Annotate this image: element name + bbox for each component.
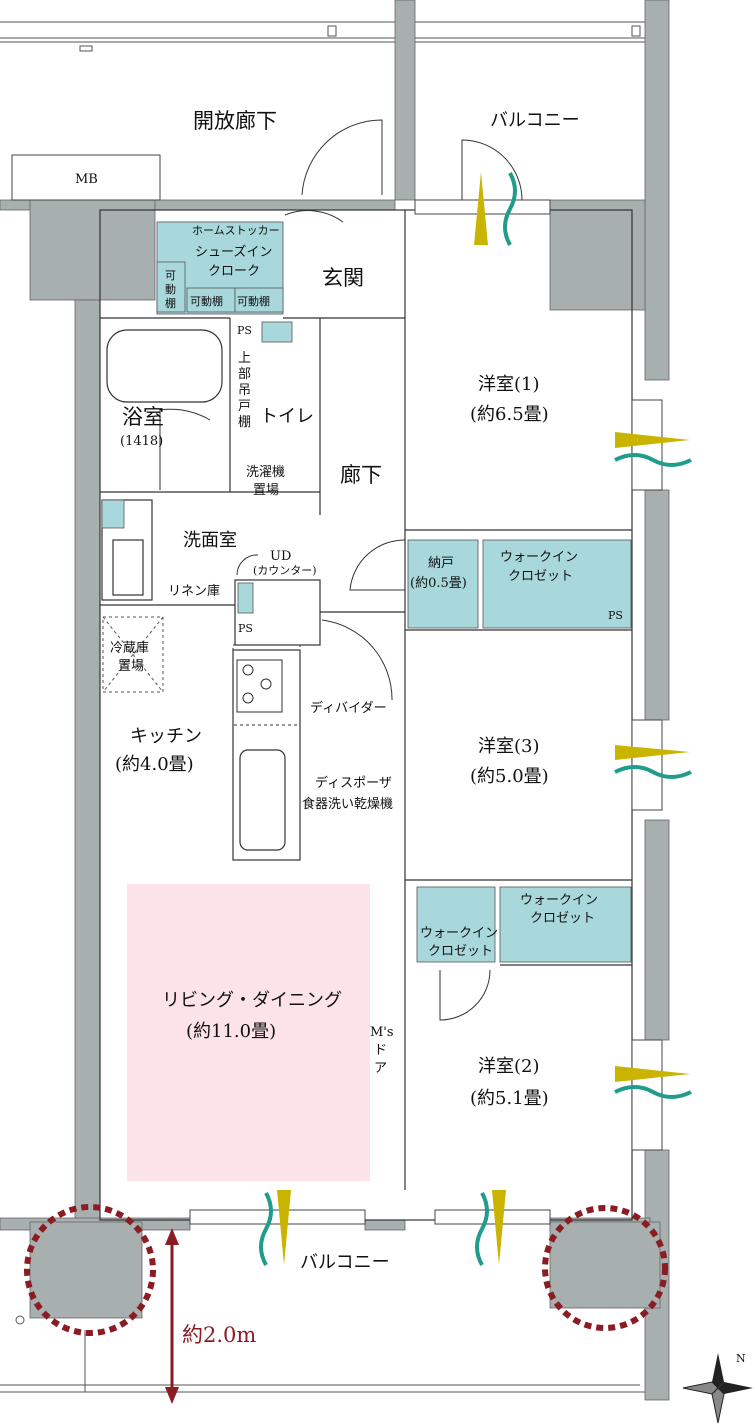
washer-label-2: 置場 bbox=[253, 483, 279, 498]
counter-label: (カウンター) bbox=[253, 564, 317, 577]
wic2-label-2: クロゼット bbox=[530, 911, 595, 926]
wic2-label-1: ウォークイン bbox=[520, 893, 598, 908]
living-size-label: (約11.0畳) bbox=[186, 1021, 276, 1042]
bath-size-label: (1418) bbox=[120, 434, 163, 449]
ps-label-2: PS bbox=[238, 622, 253, 635]
mb-label: MB bbox=[75, 172, 98, 187]
ps-label-1: PS bbox=[237, 324, 252, 337]
shoes-in-label: シューズイン bbox=[195, 244, 272, 260]
column-marker-right bbox=[542, 1205, 668, 1331]
cabinet-v-3: 吊 bbox=[238, 383, 251, 398]
ps-label-3: PS bbox=[608, 609, 623, 622]
compass-north-label: N bbox=[736, 1352, 746, 1365]
door-swings bbox=[159, 119, 523, 1021]
ms-door-1: M's bbox=[370, 1025, 394, 1040]
cabinet-v-5: 棚 bbox=[238, 415, 251, 430]
divider-label: ディバイダー bbox=[310, 700, 387, 716]
hallway-label: 廊下 bbox=[340, 463, 382, 487]
room1-size-label: (約6.5畳) bbox=[470, 404, 549, 425]
nando-size-label: (約0.5畳) bbox=[410, 576, 467, 591]
living-label: リビング・ダイニング bbox=[162, 990, 342, 1011]
balcony-bottom-label: バルコニー bbox=[300, 1252, 390, 1273]
shelf-v-2: 動 bbox=[165, 282, 176, 296]
room2-label: 洋室(2) bbox=[478, 1056, 540, 1077]
room3-label: 洋室(3) bbox=[478, 736, 540, 757]
nando-label: 納戸 bbox=[428, 556, 454, 571]
compass-icon: N bbox=[682, 1352, 753, 1424]
living-dining-area bbox=[127, 884, 370, 1181]
movable-shelf-1: 可動棚 bbox=[190, 294, 223, 308]
ventilation-icons bbox=[259, 172, 692, 1266]
cloak-label: クローク bbox=[208, 264, 260, 279]
wic1-label-2: クロゼット bbox=[508, 569, 573, 584]
cabinet-v-2: 部 bbox=[238, 367, 251, 382]
stove-icon bbox=[232, 644, 301, 726]
ms-door-2: ド bbox=[374, 1043, 387, 1058]
column-marker-left bbox=[24, 1204, 156, 1336]
toilet-label: トイレ bbox=[260, 406, 314, 427]
walls bbox=[0, 0, 670, 1401]
cabinet-v-4: 戸 bbox=[238, 399, 251, 414]
interior-walls bbox=[99, 209, 633, 1221]
entrance-label: 玄関 bbox=[322, 266, 364, 290]
ms-door-3: ア bbox=[374, 1061, 387, 1076]
shelf-v-1: 可 bbox=[165, 269, 176, 282]
washer-label-1: 洗濯機 bbox=[246, 465, 285, 480]
kitchen-size-label: (約4.0畳) bbox=[115, 754, 194, 775]
fridge-label-2: 置場 bbox=[118, 659, 144, 674]
wic3-label-1: ウォークイン bbox=[420, 926, 498, 941]
fridge-space bbox=[102, 616, 164, 693]
windows bbox=[189, 199, 663, 1225]
washroom-label: 洗面室 bbox=[183, 530, 237, 551]
room3-size-label: (約5.0畳) bbox=[470, 766, 549, 787]
balcony-depth-arrow bbox=[165, 1228, 179, 1404]
room2-size-label: (約5.1畳) bbox=[470, 1088, 549, 1109]
dishwasher-label: 食器洗い乾燥機 bbox=[302, 796, 393, 812]
linen-label: リネン庫 bbox=[168, 584, 220, 599]
movable-shelf-2: 可動棚 bbox=[237, 294, 270, 308]
ud-label: UD bbox=[270, 549, 291, 564]
home-stocker-label: ホームストッカー bbox=[192, 224, 280, 237]
balcony-depth-label: 約2.0m bbox=[182, 1323, 256, 1347]
corridor-railing bbox=[0, 21, 645, 52]
mb-box bbox=[11, 154, 161, 201]
kitchen-label: キッチン bbox=[130, 726, 202, 747]
storage-areas bbox=[101, 221, 632, 963]
wic1-label-1: ウォークイン bbox=[500, 550, 578, 565]
balcony-top-label: バルコニー bbox=[490, 110, 580, 131]
fridge-label-1: 冷蔵庫 bbox=[110, 641, 149, 656]
cabinet-v-1: 上 bbox=[238, 351, 251, 366]
wic3-label-2: クロゼット bbox=[428, 944, 493, 959]
balcony-railing bbox=[0, 1315, 645, 1393]
shelf-v-3: 棚 bbox=[165, 296, 176, 310]
room1-label: 洋室(1) bbox=[478, 374, 540, 395]
open-corridor-label: 開放廊下 bbox=[193, 109, 277, 133]
disposer-label: ディスポーザ bbox=[315, 775, 392, 791]
bath-label: 浴室 bbox=[122, 405, 164, 429]
